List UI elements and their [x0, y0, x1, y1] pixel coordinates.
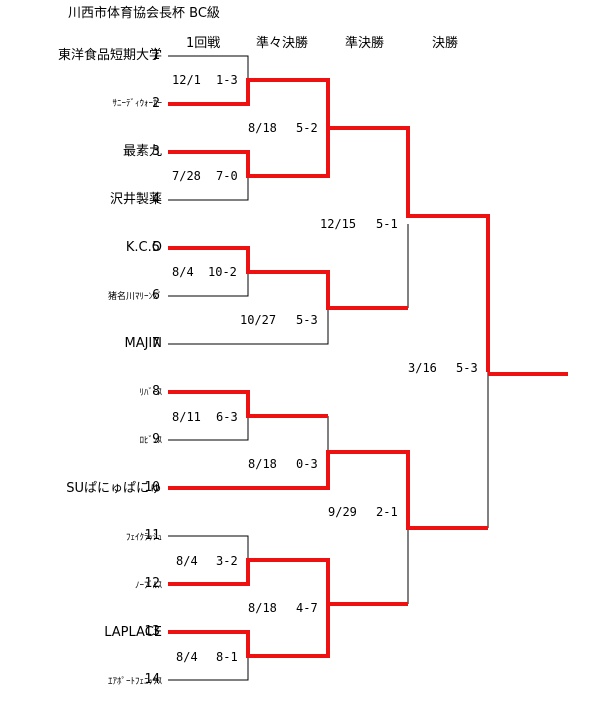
match-score: 4-7	[296, 601, 318, 615]
match-date: 12/1	[172, 73, 201, 87]
team-seed: 1	[152, 48, 160, 63]
team-seed: 14	[144, 672, 160, 687]
team-name: 東洋食品短期大学	[57, 48, 162, 63]
team-seed: 8	[152, 384, 160, 399]
match-score: 1-3	[216, 73, 238, 87]
team-seed: 2	[152, 96, 160, 111]
round-header-quarterfinal: 準々決勝	[256, 36, 309, 51]
team-seed: 6	[152, 288, 160, 303]
team-seed: 3	[152, 144, 160, 159]
match-score: 7-0	[216, 169, 238, 183]
team-name: ｴｱﾎﾟｰﾄﾌｪﾆｯｸｽ	[107, 677, 162, 687]
team-seed: 10	[144, 480, 160, 495]
match-date: 8/4	[176, 554, 198, 568]
bracket-line-loss	[168, 416, 249, 441]
match-score: 10-2	[208, 265, 237, 279]
team-seed: 4	[152, 192, 160, 207]
bracket-line-loss	[168, 55, 249, 80]
round-header-final: 決勝	[432, 36, 459, 51]
match-score: 3-2	[216, 554, 238, 568]
team-seed: 7	[152, 336, 160, 351]
match-date: 7/28	[172, 169, 201, 183]
bracket-line-loss	[168, 656, 249, 681]
team-name: LAPLACE	[104, 625, 162, 640]
bracket-line-loss	[168, 308, 329, 345]
team-seed: 9	[152, 432, 160, 447]
match-score: 5-1	[376, 217, 398, 231]
team-name: 最素九	[122, 144, 162, 159]
match-date: 3/16	[408, 361, 437, 375]
match-date: 12/15	[320, 217, 357, 231]
bracket-line-win	[168, 604, 330, 658]
match-date: 8/18	[248, 457, 277, 471]
match-score: 5-2	[296, 121, 318, 135]
bracket-line-win	[168, 390, 328, 418]
match-score: 5-3	[456, 361, 478, 375]
bracket-line-win	[168, 558, 408, 606]
team-name: K.C.O	[125, 240, 162, 255]
team-name: ﾘﾊﾞｰｽ	[139, 388, 162, 398]
team-seed: 5	[152, 240, 160, 255]
team-name: 猪名川ﾏﾘｰﾝｽﾞ	[107, 292, 162, 302]
page-title: 川西市体育協会長杯 BC級	[68, 6, 220, 21]
match-date: 8/18	[248, 601, 277, 615]
team-seed: 13	[144, 624, 160, 639]
match-score: 5-3	[296, 313, 318, 327]
match-date: 9/29	[328, 505, 357, 519]
bracket-line-loss	[168, 272, 249, 297]
round-header-1: 1回戦	[186, 36, 221, 51]
bracket-line-win	[168, 128, 330, 178]
team-name: ﾌｪｲｸﾗｯｼｭ	[125, 533, 162, 543]
bracket-line-loss	[168, 535, 249, 560]
match-score: 6-3	[216, 410, 238, 424]
team-name: MAJIN	[124, 336, 162, 351]
match-date: 8/11	[172, 410, 201, 424]
team-name: ｻﾆｰﾃﾞｨｳｫｰｶｰ	[112, 99, 162, 109]
match-score: 2-1	[376, 505, 398, 519]
match-date: 8/4	[172, 265, 194, 279]
match-score: 0-3	[296, 457, 318, 471]
round-header-semifinal: 準決勝	[345, 36, 385, 51]
team-name: ﾛﾋﾞﾝｽ	[139, 436, 162, 446]
match-score: 8-1	[216, 650, 238, 664]
team-seed: 12	[144, 576, 160, 591]
team-name: 沢井製薬	[109, 192, 162, 207]
bracket-line-win	[168, 246, 408, 310]
match-date: 10/27	[240, 313, 277, 327]
bracket-line-loss	[168, 176, 249, 201]
match-date: 8/18	[248, 121, 277, 135]
team-name: SUぱにゅぱにゅ	[66, 481, 162, 496]
team-seed: 11	[144, 528, 160, 543]
match-date: 8/4	[176, 650, 198, 664]
team-name: ﾉｰﾌﾞﾙｽ	[134, 581, 162, 591]
bracket-line-win	[168, 450, 488, 530]
